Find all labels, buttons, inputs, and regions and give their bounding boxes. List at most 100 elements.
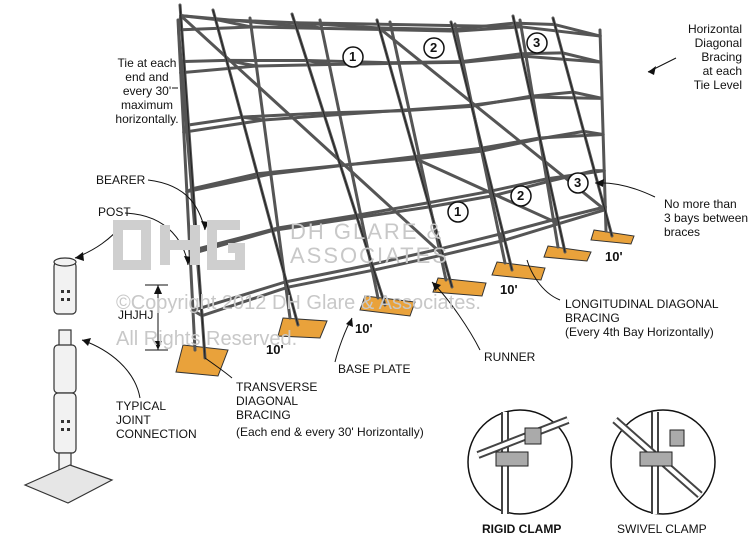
runner (191, 172, 259, 191)
post-outline (291, 13, 386, 306)
longitudinal-brace (179, 14, 445, 257)
runner (524, 54, 603, 64)
runner (286, 268, 376, 289)
bearer (519, 52, 528, 58)
post-holes (61, 290, 70, 431)
horizontal-bracing-label: Horizontal Diagonal Bracing at each Tie … (687, 22, 742, 92)
runner (557, 208, 607, 226)
bearer (322, 111, 342, 117)
runner (338, 108, 411, 117)
bearer (355, 213, 363, 220)
runner (191, 280, 287, 312)
bay-circle (342, 46, 364, 68)
rigid-clamp-detail (467, 409, 573, 515)
transverse-brace (177, 28, 204, 318)
runner-label: RUNNER (484, 350, 536, 364)
bay-circle (526, 32, 548, 54)
leader-longitudinal (526, 259, 561, 301)
base-plate-detail (23, 464, 114, 504)
dimension-label: 10' (500, 282, 518, 297)
runner (513, 21, 557, 27)
runner (355, 205, 431, 220)
post (388, 20, 448, 282)
post-outline (512, 15, 566, 253)
runner (276, 213, 363, 230)
runner (185, 172, 273, 194)
bay-circle (447, 201, 469, 223)
runner (397, 60, 465, 65)
rigid-clamp-label: RIGID CLAMP (482, 522, 562, 536)
runner (479, 136, 542, 150)
bay-number: 1 (454, 204, 462, 219)
post-outline (376, 19, 453, 288)
runner (461, 54, 528, 64)
bay-number: 3 (574, 175, 582, 190)
post-outline (552, 17, 613, 237)
runner (182, 58, 229, 63)
horizontal-brace (293, 21, 523, 29)
base-plate (543, 245, 592, 262)
bay-number: 3 (533, 35, 541, 50)
runner (390, 28, 458, 33)
runner (348, 154, 421, 167)
bearer (240, 115, 266, 122)
runner (414, 149, 485, 161)
transverse-bracing-note: (Each end & every 30' Horizontally) (236, 425, 424, 439)
base-plate (277, 317, 328, 339)
bay-number: 1 (349, 49, 357, 64)
typical-joint-label: TYPICAL JOINT CONNECTION (116, 399, 197, 441)
runner (529, 90, 575, 98)
post-outline (179, 4, 206, 359)
bearer (387, 61, 401, 65)
runner (182, 118, 266, 134)
leader-typical-joint (81, 339, 141, 399)
bearer (571, 90, 604, 100)
runner (271, 216, 359, 232)
runner (428, 194, 496, 209)
post-detail (23, 257, 114, 504)
runner (262, 113, 342, 122)
post-top-section (53, 261, 77, 315)
post (248, 16, 292, 320)
base-plate (491, 261, 546, 281)
scaffold-outline (179, 4, 613, 359)
post-lower-section (53, 392, 77, 454)
runner (519, 51, 564, 56)
runner (441, 238, 507, 257)
dimension-label: 10' (266, 342, 284, 357)
bearer (305, 59, 331, 66)
runner (531, 95, 604, 100)
bearer (582, 129, 605, 137)
longitudinal-bracing-label: LONGITUDINAL DIAGONAL BRACING (565, 297, 719, 325)
base-plate (175, 344, 229, 377)
runner (254, 62, 331, 68)
dimension-label: 10' (355, 321, 373, 336)
swivel-clamp-label: SWIVEL CLAMP (617, 522, 707, 536)
horizontal-brace (179, 14, 324, 30)
runner (497, 218, 555, 236)
bay-circle (510, 185, 532, 207)
no-more-bays-label: No more than 3 bays between braces (664, 197, 749, 239)
base-plate (359, 295, 416, 317)
post-top-rim (53, 257, 77, 267)
runner (283, 263, 373, 284)
bearer-label: BEARER (96, 173, 146, 187)
runner (417, 146, 483, 158)
bearer (451, 27, 458, 33)
runner (488, 177, 549, 193)
runner (369, 247, 441, 267)
runner (359, 201, 431, 217)
runner (240, 111, 326, 119)
watermark-company-name: DH GLARE & ASSOCIATES (290, 219, 449, 268)
runner (200, 285, 290, 318)
transverse-bracing-label: TRANSVERSE DIAGONAL BRACING (236, 380, 318, 422)
runner (407, 103, 474, 112)
runner (327, 61, 401, 66)
runner (179, 64, 258, 75)
jhjhj-label: JHJHJ (118, 308, 154, 322)
bearer (553, 23, 602, 38)
runner (177, 25, 253, 32)
watermark-rights: All Rights Reserved. (116, 328, 298, 350)
watermark-logo-shape (113, 220, 245, 270)
